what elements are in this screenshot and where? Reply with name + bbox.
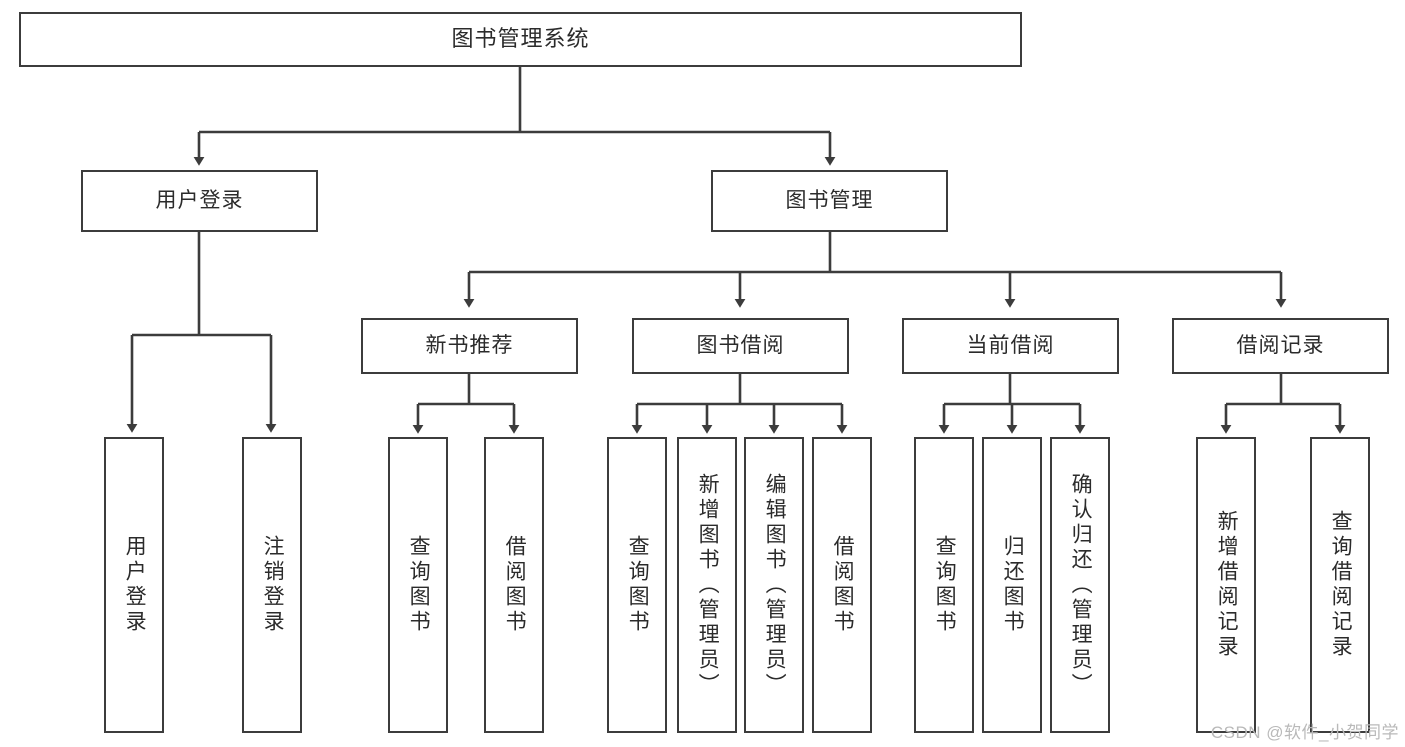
leaf-record-query[interactable]: 查询借阅记录 [1310, 437, 1370, 733]
node-label: 当前借阅 [966, 334, 1055, 358]
node-label: 图书借阅 [696, 334, 785, 358]
node-book-management[interactable]: 图书管理 [711, 170, 948, 232]
node-label: 查询借阅记录 [1329, 510, 1353, 660]
node-label: 借阅记录 [1236, 334, 1325, 358]
node-label: 新书推荐 [425, 334, 514, 358]
leaf-borrow-query-book[interactable]: 查询图书 [607, 437, 667, 733]
node-root-system[interactable]: 图书管理系统 [19, 12, 1022, 67]
leaf-borrow-edit-book-admin[interactable]: 编辑图书（管理员） [744, 437, 804, 733]
leaf-user-login[interactable]: 用户登录 [104, 437, 164, 733]
node-book-borrow[interactable]: 图书借阅 [632, 318, 849, 374]
node-label: 借阅图书 [503, 535, 527, 635]
node-label: 注销登录 [261, 535, 285, 635]
node-current-borrow[interactable]: 当前借阅 [902, 318, 1119, 374]
leaf-current-return-book[interactable]: 归还图书 [982, 437, 1042, 733]
node-label: 查询图书 [933, 535, 957, 635]
node-label: 编辑图书（管理员） [763, 472, 787, 698]
leaf-new-book-query[interactable]: 查询图书 [388, 437, 448, 733]
leaf-record-add[interactable]: 新增借阅记录 [1196, 437, 1256, 733]
leaf-borrow-add-book-admin[interactable]: 新增图书（管理员） [677, 437, 737, 733]
node-user-login[interactable]: 用户登录 [81, 170, 318, 232]
node-borrow-record[interactable]: 借阅记录 [1172, 318, 1389, 374]
node-label: 图书管理系统 [451, 26, 590, 52]
node-label: 新增图书（管理员） [696, 472, 720, 698]
leaf-borrow-borrow-book[interactable]: 借阅图书 [812, 437, 872, 733]
csdn-watermark: CSDN @软件_小贺同学 [1210, 723, 1399, 742]
node-label: 图书管理 [785, 189, 874, 213]
leaf-current-confirm-return-admin[interactable]: 确认归还（管理员） [1050, 437, 1110, 733]
leaf-current-query-book[interactable]: 查询图书 [914, 437, 974, 733]
node-label: 用户登录 [155, 189, 244, 213]
node-label: 借阅图书 [831, 535, 855, 635]
node-label: 新增借阅记录 [1215, 510, 1239, 660]
node-label: 查询图书 [407, 535, 431, 635]
node-label: 用户登录 [123, 535, 147, 635]
node-new-book-recommend[interactable]: 新书推荐 [361, 318, 578, 374]
leaf-logout-login[interactable]: 注销登录 [242, 437, 302, 733]
node-label: 归还图书 [1001, 535, 1025, 635]
node-label: 查询图书 [626, 535, 650, 635]
node-label: 确认归还（管理员） [1069, 472, 1093, 698]
leaf-new-book-borrow[interactable]: 借阅图书 [484, 437, 544, 733]
